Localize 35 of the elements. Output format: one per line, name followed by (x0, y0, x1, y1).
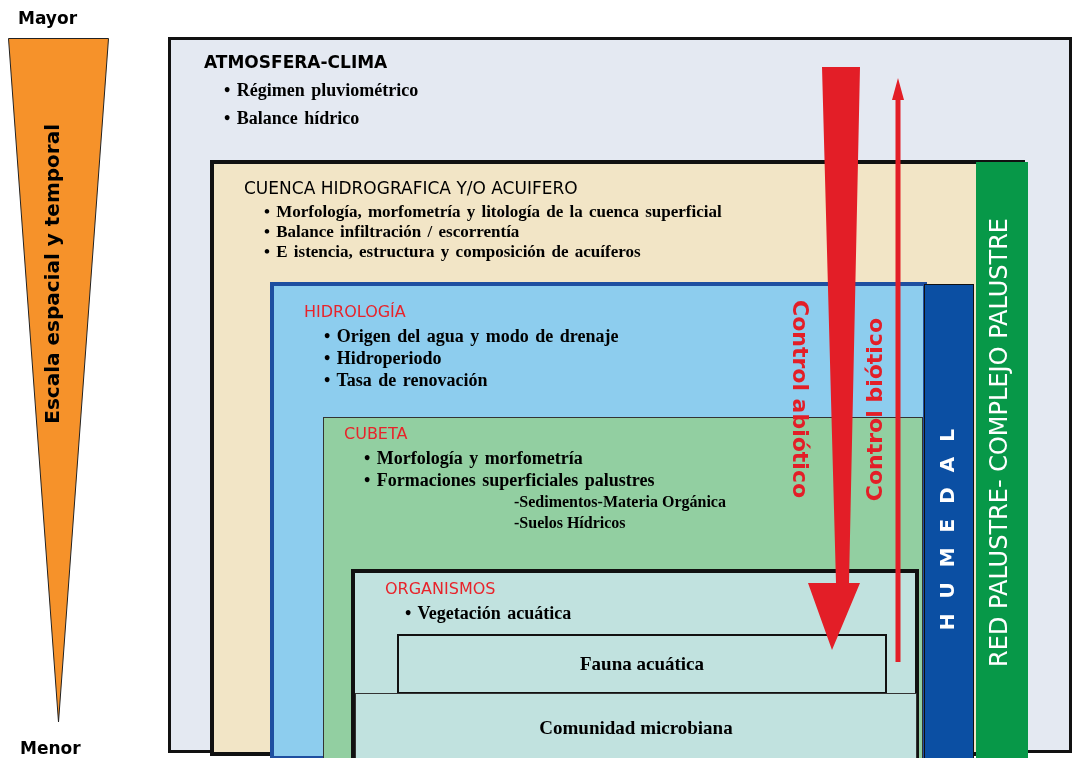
bar-label: H U M E D A L (935, 425, 959, 631)
box-label: Comunidad microbiana (539, 716, 733, 739)
section-heading: CUENCA HIDROGRAFICA Y/O ACUIFERO (244, 178, 578, 198)
scale-triangle (8, 38, 109, 722)
bullet-text: • Tasa de renovación (324, 369, 488, 391)
box-label: Fauna acuática (580, 653, 704, 675)
bar-label: RED PALUSTRE- COMPLEJO PALUSTRE (985, 218, 1013, 667)
bullet-text: • E istencia, estructura y composición de acuíferos (264, 242, 641, 262)
bullet-text: • Vegetación acuática (405, 602, 572, 624)
arrow-label: Control abiótico (788, 300, 813, 499)
level-box (210, 160, 1025, 756)
bullet-text: • Morfología, morfometría y litología de la cuenca superficial (264, 202, 722, 222)
section-heading: ATMOSFERA-CLIMA (204, 52, 388, 72)
side-bar (924, 284, 974, 758)
bullet-text: • Régimen pluviométrico (224, 79, 419, 102)
section-heading: ORGANISMOS (385, 579, 496, 598)
side-bar (976, 162, 1028, 758)
section-heading: HIDROLOGÍA (304, 302, 406, 321)
bullet-text: • Hidroperiodo (324, 347, 442, 369)
arrow-label: Control biótico (862, 318, 887, 502)
scale-end-label: Mayor (18, 8, 77, 28)
level-box (397, 634, 887, 694)
sub-item-text: -Sedimentos-Materia Orgánica (514, 492, 726, 512)
sub-item-text: -Suelos Hídricos (514, 513, 626, 533)
level-box (355, 693, 917, 758)
level-box (351, 569, 919, 758)
scale-end-label: Menor (20, 738, 81, 758)
bullet-text: • Balance hídrico (224, 107, 360, 130)
bullet-text: • Balance infiltración / escorrentía (264, 222, 520, 242)
level-box (270, 282, 927, 758)
bullet-text: • Origen del agua y modo de drenaje (324, 325, 619, 347)
bullet-text: • Formaciones superficiales palustres (364, 469, 655, 491)
scale-label: Escala espacial y temporal (40, 124, 64, 424)
bullet-text: • Morfología y morfometría (364, 447, 583, 469)
section-heading: CUBETA (344, 424, 408, 443)
